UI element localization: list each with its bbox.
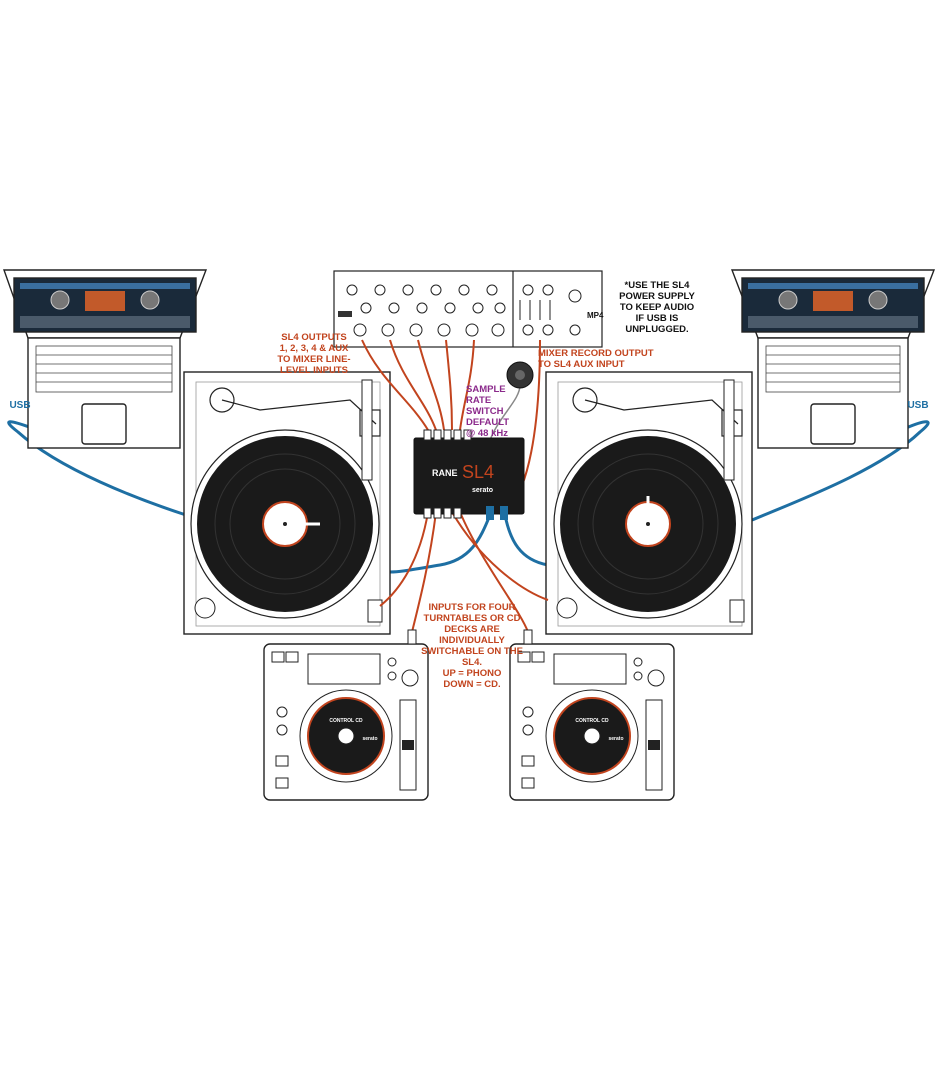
sl4-rane-logo: RANE xyxy=(432,468,458,478)
cd-deck-left xyxy=(263,643,429,801)
sample-rate-label: SAMPLE RATE SWITCH DEFAULT @ 48 kHz xyxy=(466,384,510,439)
sl4-interface xyxy=(413,429,525,520)
cd-connectors xyxy=(407,629,533,645)
cd-brand-left: serato xyxy=(362,736,377,742)
laptop-left xyxy=(3,269,208,449)
mixer xyxy=(333,270,603,348)
usb-cable-sl4-left xyxy=(389,514,492,574)
power-supply-note: *USE THE SL4 POWER SUPPLY TO KEEP AUDIO … xyxy=(619,280,695,335)
mixer-model-label: MP4 xyxy=(587,311,604,320)
sl4-outputs-label: SL4 OUTPUTS 1, 2, 3, 4 & AUX TO MIXER LI… xyxy=(277,332,351,376)
cd-brand-right: serato xyxy=(608,736,623,742)
usb-label-left: USB xyxy=(9,400,30,411)
cd-platter-text-right: CONTROL CD xyxy=(575,718,609,724)
turntable-right xyxy=(545,371,753,635)
turntable-left xyxy=(183,371,391,635)
sl4-brand-label: serato xyxy=(472,487,493,494)
laptop-right xyxy=(730,269,936,449)
usb-cable-sl4-right xyxy=(503,514,549,567)
mixer-record-label: MIXER RECORD OUTPUT TO SL4 AUX INPUT xyxy=(538,348,654,370)
usb-label-right: USB xyxy=(907,400,928,411)
cd-deck-right xyxy=(509,643,675,801)
inputs-note-label: INPUTS FOR FOUR TURNTABLES OR CD DECKS A… xyxy=(421,602,523,690)
sample-rate-wire xyxy=(489,384,521,441)
power-supply xyxy=(506,361,534,389)
sl4-model-label: SL4 xyxy=(462,462,494,482)
cd-platter-text-left: CONTROL CD xyxy=(329,718,363,724)
